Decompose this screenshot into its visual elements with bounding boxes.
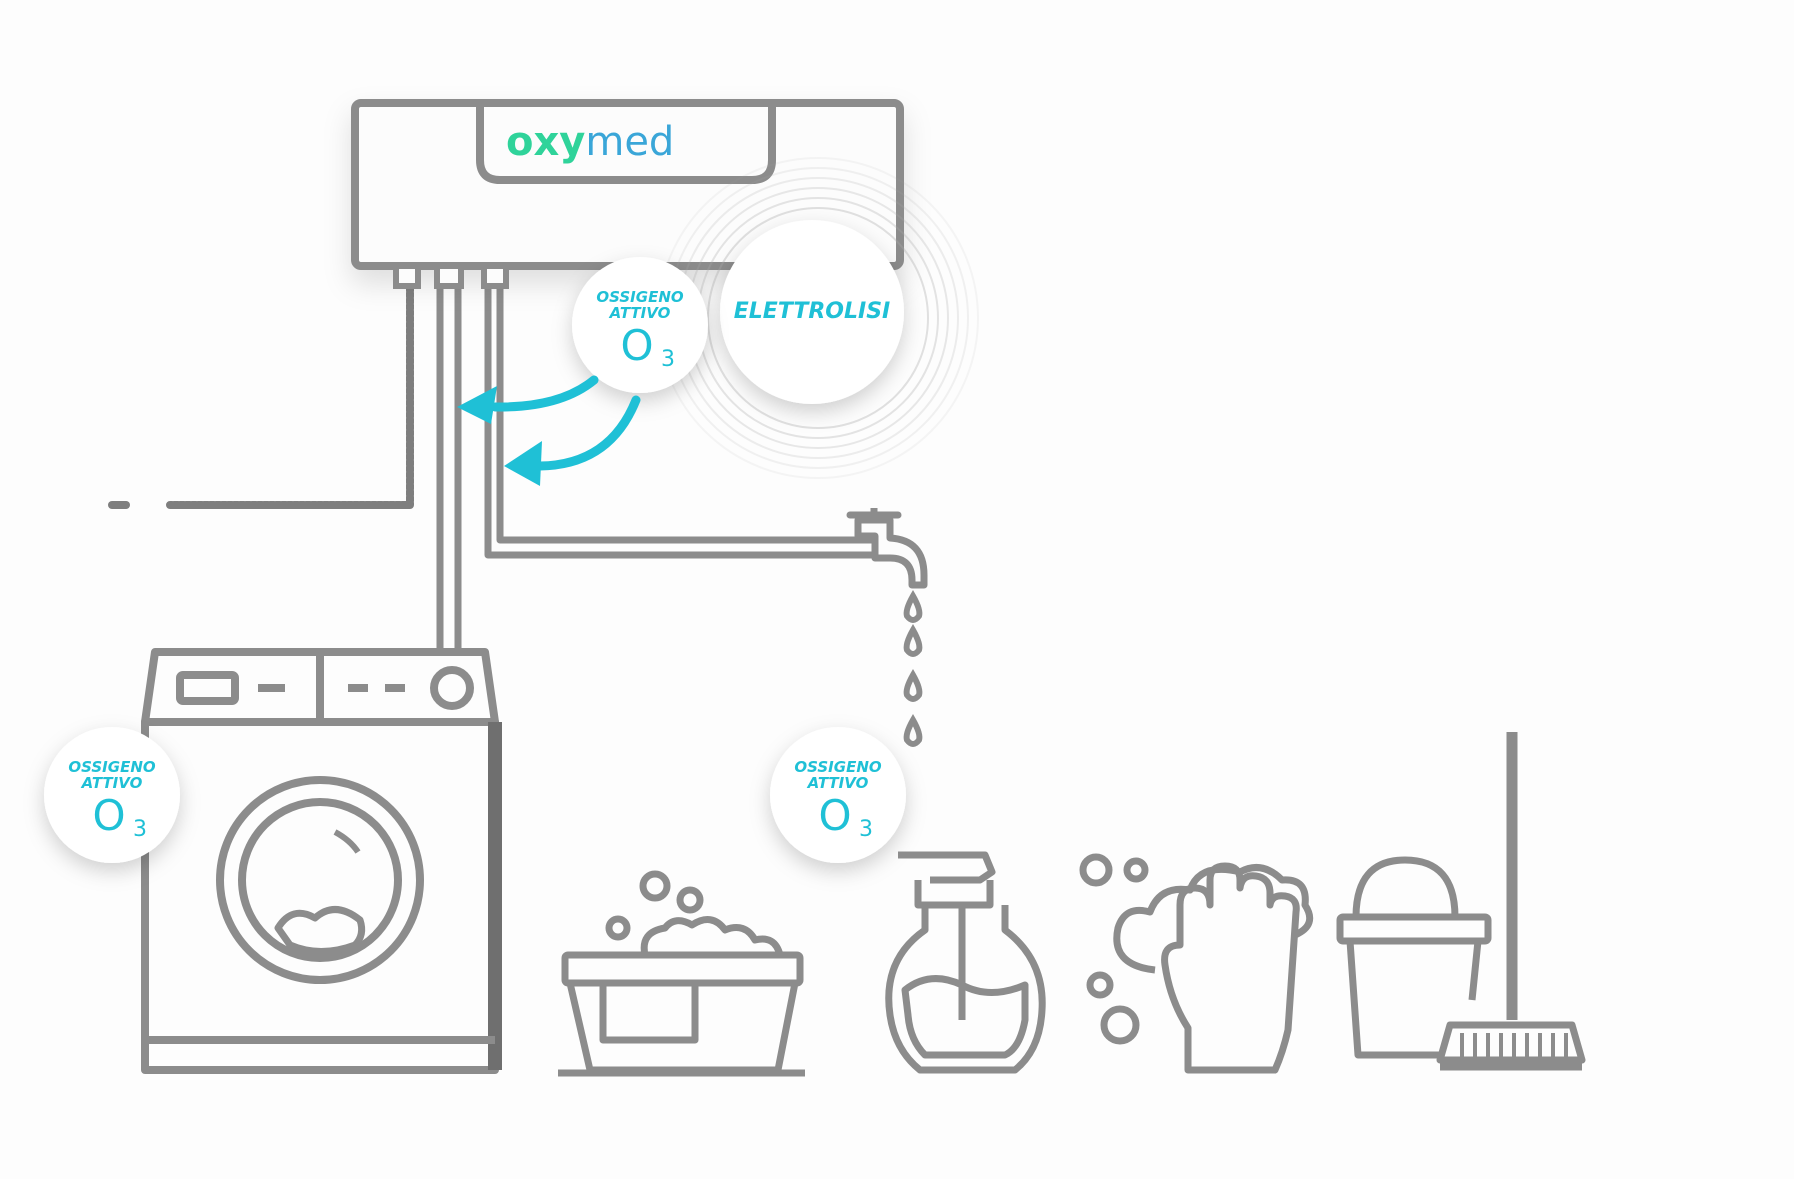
device-connectors [393, 263, 509, 289]
badge-active-oxygen-washer: OSSIGENO ATTIVO O 3 [44, 727, 180, 863]
badge-active-oxygen-top: OSSIGENO ATTIVO O 3 [572, 257, 708, 393]
badge-line2: ATTIVO [81, 774, 143, 792]
badge-subscript: 3 [859, 817, 873, 842]
water-drops [903, 589, 923, 747]
logo-part1: oxy [506, 119, 585, 165]
badge-symbol: O [818, 791, 851, 840]
logo-part2: med [585, 119, 674, 165]
badge-symbol: O [620, 321, 653, 370]
pipes [108, 271, 879, 654]
badge-line2: ATTIVO [807, 774, 869, 792]
badge-line1: OSSIGENO [596, 288, 684, 306]
spray-bottle-icon [885, 851, 1046, 1074]
washing-hands-icon [1079, 853, 1314, 1074]
faucet-icon [846, 508, 928, 589]
oxymed-device-icon [351, 99, 904, 270]
electrolysis-label: ELETTROLISI [734, 299, 890, 324]
bucket-and-mop-icon [1336, 732, 1586, 1071]
electrolysis-circle [720, 220, 904, 404]
badge-symbol: O [92, 791, 125, 840]
badge-subscript: 3 [661, 347, 675, 372]
badge-active-oxygen-faucet: OSSIGENO ATTIVO O 3 [770, 727, 906, 863]
washing-machine-icon [141, 648, 502, 1074]
badge-line2: ATTIVO [609, 304, 671, 322]
arrow-heads [457, 386, 542, 486]
washing-basin-icon [558, 870, 805, 1077]
flow-arrows [490, 375, 641, 471]
badge-line1: OSSIGENO [794, 758, 882, 776]
badge-subscript: 3 [133, 817, 147, 842]
badge-line1: OSSIGENO [68, 758, 156, 776]
logo: oxymed [506, 119, 674, 165]
